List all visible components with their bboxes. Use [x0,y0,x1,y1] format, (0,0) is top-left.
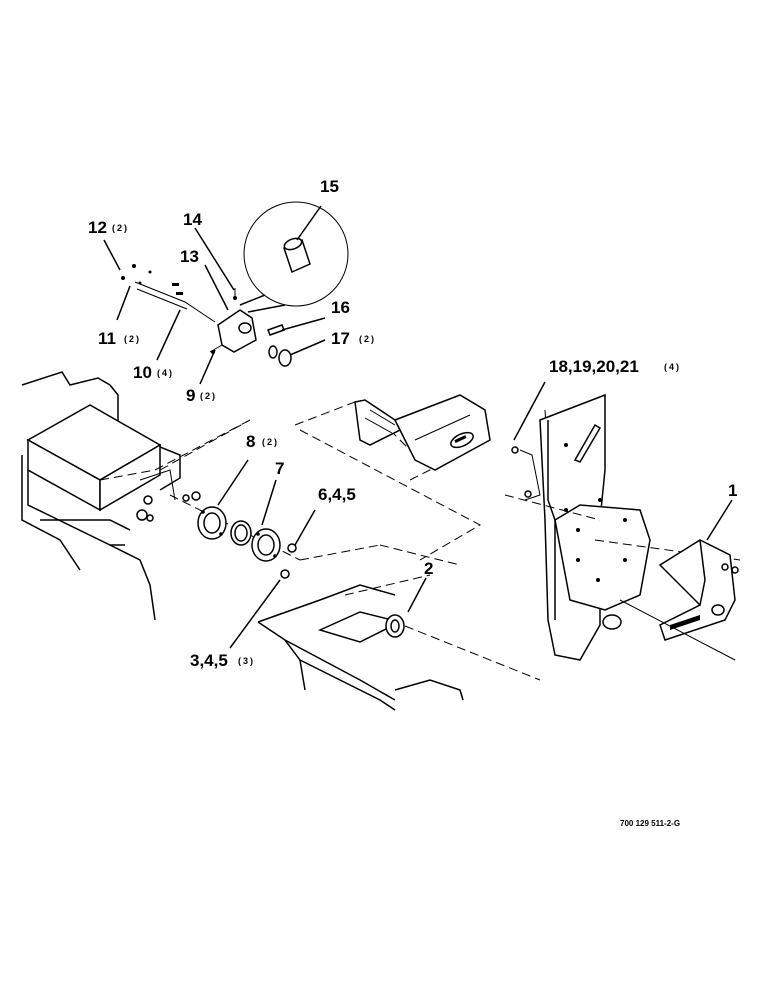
callout-18-19-20-21: 18,19,20,21 [549,357,639,376]
leader-lines [103,205,733,649]
callout-labels: 1 2 3,4,5 (3) 6,4,5 7 8 (2) 9 (2) 10 (4)… [88,177,737,828]
callout-3-4-5: 3,4,5 [190,651,228,670]
callout-3-4-5-qty: (3) [238,656,255,666]
callout-8-qty: (2) [262,437,279,447]
callout-8: 8 [246,432,255,451]
callout-9: 9 [186,386,195,405]
callout-12: 12 [88,218,107,237]
left-frame [21,371,251,621]
lower-beam [257,574,541,711]
callout-6-4-5: 6,4,5 [318,485,356,504]
callout-16: 16 [331,298,350,317]
callout-2: 2 [424,559,433,578]
callout-10: 10 [133,363,152,382]
support-plate [504,393,741,661]
callout-11: 11 [98,329,116,348]
shaft-assembly [294,394,491,561]
bearing-group [169,491,461,579]
callout-14: 14 [183,210,202,229]
drawing-reference: 700 129 511-2-G [620,819,680,828]
callout-7: 7 [275,459,284,478]
callout-17-qty: (2) [359,334,376,344]
callout-15: 15 [320,177,339,196]
callout-9-qty: (2) [200,391,217,401]
bracket-1 [619,539,739,661]
callout-13: 13 [180,247,199,266]
callout-17: 17 [331,329,350,348]
callout-12-qty: (2) [112,223,129,233]
callout-18-19-20-21-qty: (4) [664,362,681,372]
coupler-group [121,201,349,471]
callout-10-qty: (4) [157,368,174,378]
callout-11-qty: (2) [124,334,141,344]
callout-1: 1 [728,481,737,500]
